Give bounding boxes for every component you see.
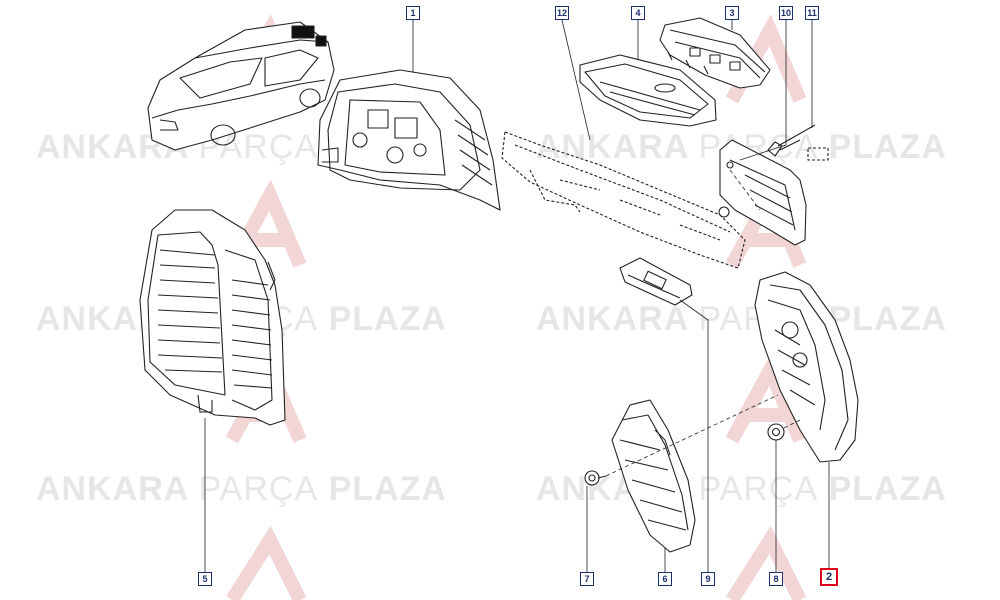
callout-7[interactable]: 7 <box>580 572 594 586</box>
rear-lamp-housing-part <box>317 69 501 211</box>
inner-lens-part <box>611 399 696 553</box>
car-overview-icon <box>147 21 335 151</box>
fixing-screw-part <box>584 470 607 486</box>
rear-trim-panel-part <box>139 209 286 426</box>
bulb-holder-part <box>659 17 771 89</box>
callout-12[interactable]: 12 <box>555 6 569 20</box>
callout-9[interactable]: 9 <box>701 572 715 586</box>
lens-cover-part <box>579 54 717 127</box>
callout-8[interactable]: 8 <box>769 572 783 586</box>
mounting-bracket-part <box>718 139 807 246</box>
callout-2-selected[interactable]: 2 <box>820 568 838 586</box>
brake-light-bar-part <box>501 131 746 269</box>
tail-lamp-assembly-part <box>754 271 859 463</box>
callout-4[interactable]: 4 <box>631 6 645 20</box>
callout-10[interactable]: 10 <box>779 6 793 20</box>
callout-6[interactable]: 6 <box>658 572 672 586</box>
callout-leader-lines <box>204 19 830 572</box>
callout-1[interactable]: 1 <box>406 6 420 20</box>
callout-3[interactable]: 3 <box>725 6 739 20</box>
screw-pin-part <box>767 124 829 161</box>
fixing-nut-part <box>767 423 785 441</box>
callout-11[interactable]: 11 <box>805 6 819 20</box>
assembly-guide-lines <box>605 169 801 477</box>
callout-5[interactable]: 5 <box>198 572 212 586</box>
watermark-text: ANKARA PARÇA PLAZA <box>36 470 447 508</box>
licence-plate-light-part <box>619 257 693 306</box>
